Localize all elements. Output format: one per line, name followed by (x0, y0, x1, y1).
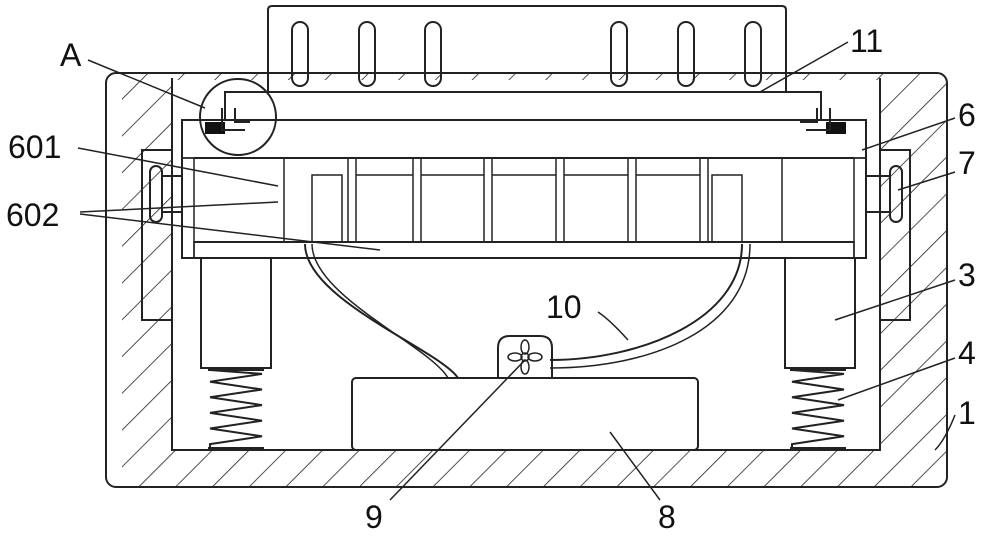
corner-clip-right (800, 108, 846, 134)
pipe-10-right (549, 243, 743, 361)
label-9: 9 (365, 499, 383, 535)
top-frame (267, 5, 787, 92)
corner-clip-left (199, 78, 277, 156)
plate-11 (224, 91, 822, 121)
spring-left (208, 369, 264, 449)
cylinder-right (784, 257, 856, 369)
label-10: 10 (546, 289, 582, 325)
pipe-10-right-inner (549, 243, 751, 369)
cylinder-left (200, 257, 272, 369)
label-1: 1 (958, 395, 976, 431)
label-7: 7 (958, 145, 976, 181)
side-rail-left (141, 149, 183, 321)
internal-cells (283, 157, 783, 243)
label-6: 6 (958, 97, 976, 133)
pump-9 (497, 335, 553, 379)
label-3: 3 (958, 257, 976, 293)
spring-right (790, 369, 846, 449)
leader-lines (77, 41, 956, 501)
label-A: A (60, 37, 82, 73)
label-601: 601 (8, 129, 61, 165)
side-rail-right (865, 149, 911, 321)
tank-8 (351, 377, 699, 451)
label-8: 8 (658, 499, 676, 535)
pipe-10-left (304, 243, 459, 379)
label-11: 11 (850, 23, 883, 59)
pipe-10-left-inner (311, 243, 449, 379)
labels: A 11 6 601 602 7 3 4 1 10 9 8 (6, 23, 976, 535)
label-4: 4 (958, 335, 976, 371)
label-602: 602 (6, 197, 59, 233)
